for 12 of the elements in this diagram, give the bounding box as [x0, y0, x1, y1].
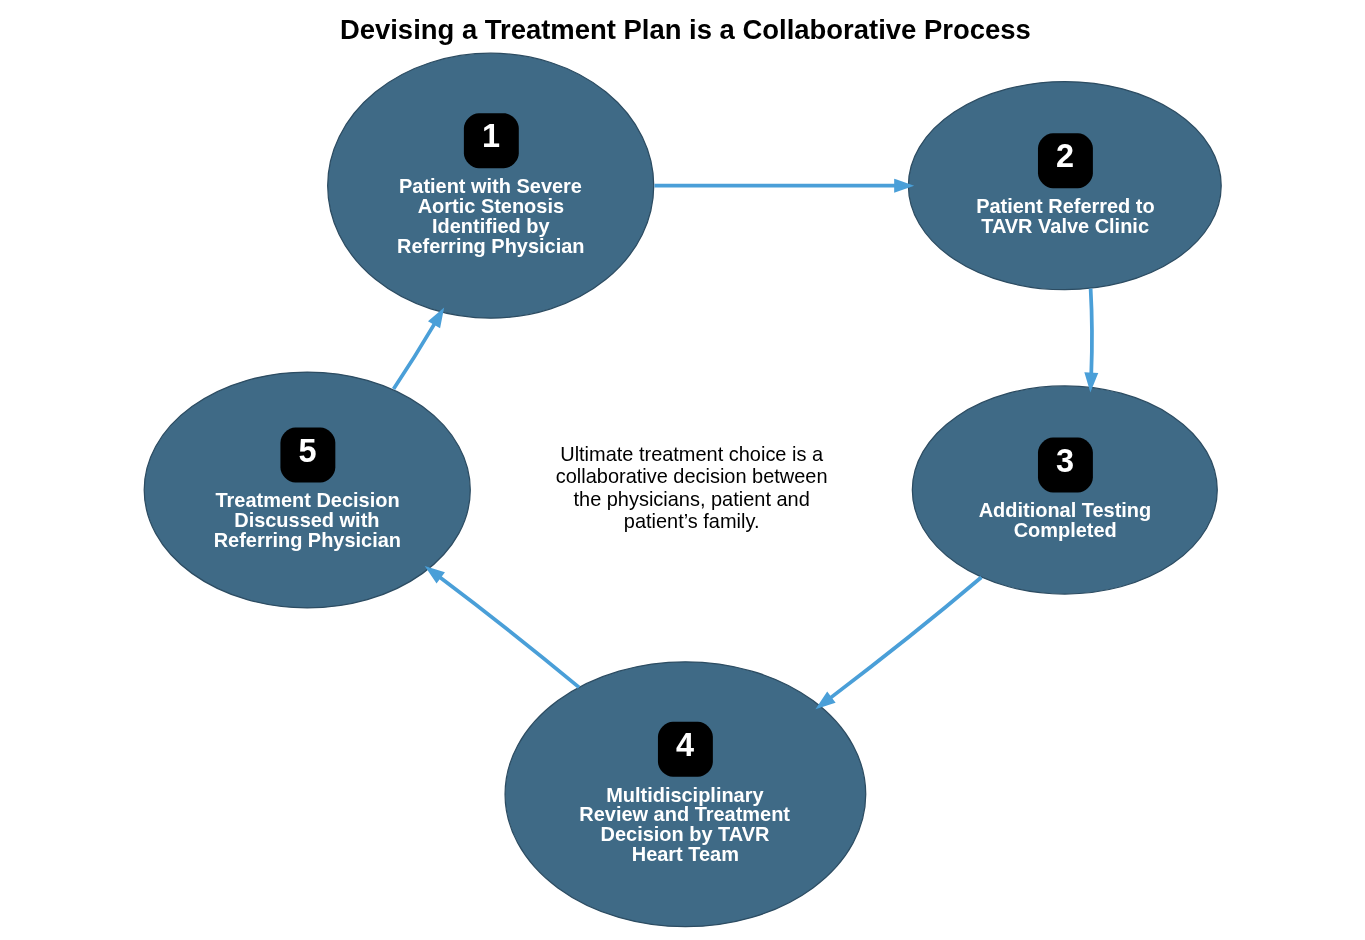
- node-ellipse: 4 Multidisciplinary Review and Treatment Decision by TAVR Heart Team: [504, 661, 867, 928]
- arrow: [392, 307, 445, 391]
- node-ellipse: 1 Patient with Severe Aortic Stenosis Identified by Referring Physician: [327, 52, 655, 319]
- node-ellipse: 3 Additional Testing Completed: [911, 385, 1218, 595]
- arrow: [424, 565, 581, 689]
- node-ellipse: 2 Patient Referred to TAVR Valve Clinic: [907, 81, 1222, 291]
- diagram-title: Devising a Treatment Plan is a Collaborative Process: [339, 14, 1031, 46]
- node-ellipse: 5 Treatment Decision Discussed with Referring Physician: [143, 371, 471, 609]
- arrow: [815, 575, 983, 710]
- arrow: [1084, 288, 1099, 393]
- label: Ultimate treatment choice is a collaborative decision between the physicians, patient and patient’s family.: [555, 443, 828, 533]
- arrow: [654, 178, 915, 193]
